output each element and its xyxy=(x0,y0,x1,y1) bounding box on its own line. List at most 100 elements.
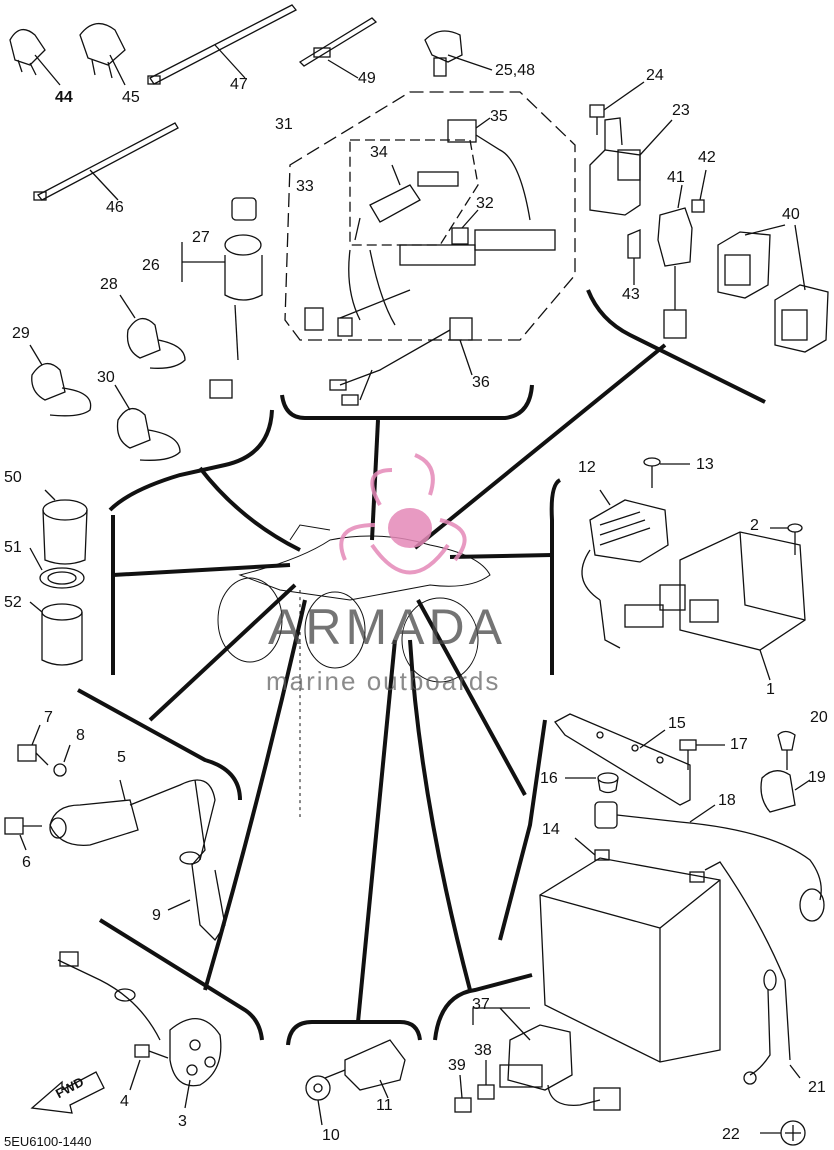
callout-5: 5 xyxy=(117,749,126,766)
callout-1: 1 xyxy=(766,681,775,698)
callout-33: 33 xyxy=(296,178,314,195)
callout-40: 40 xyxy=(782,206,800,223)
screw-2 xyxy=(770,523,803,555)
callout-38: 38 xyxy=(474,1042,492,1059)
relay-41 xyxy=(657,184,693,339)
callout-13: 13 xyxy=(696,456,714,473)
cable-tie-46 xyxy=(33,122,179,201)
fwd-arrow-icon xyxy=(30,1071,105,1114)
callout-24: 24 xyxy=(646,67,664,84)
clamp-44 xyxy=(9,28,61,86)
band-49 xyxy=(298,17,378,79)
callout-41: 41 xyxy=(667,169,685,186)
sleeve-52 xyxy=(29,601,83,666)
part-35 xyxy=(447,117,531,221)
callout-10: 10 xyxy=(322,1127,340,1144)
callout-19: 19 xyxy=(808,769,826,786)
callout-31: 31 xyxy=(275,116,293,133)
callout-32: 32 xyxy=(476,195,494,212)
callout-6: 6 xyxy=(22,854,31,871)
watermark-title: ARMADA xyxy=(268,599,506,655)
relay-23 xyxy=(589,117,673,216)
dashed-group-31 xyxy=(284,91,576,341)
holder-25-48 xyxy=(424,30,493,77)
washer-10 xyxy=(305,1075,331,1126)
bolt-7 xyxy=(17,724,49,766)
clip-43 xyxy=(627,229,641,285)
harness-31 xyxy=(304,229,556,337)
callout-4: 4 xyxy=(120,1093,129,1110)
washer-8 xyxy=(53,744,71,777)
callout-37: 37 xyxy=(472,996,490,1013)
callout-21: 21 xyxy=(808,1079,826,1096)
callout-42: 42 xyxy=(698,149,716,166)
diagram-code: 5EU6100-1440 xyxy=(4,1134,92,1149)
cable-21 xyxy=(704,861,801,1085)
callout-15: 15 xyxy=(668,715,686,732)
callout-20: 20 xyxy=(810,709,828,726)
screw-42 xyxy=(691,169,707,213)
callout-43: 43 xyxy=(622,286,640,303)
cover-19 xyxy=(760,770,811,813)
part-32 xyxy=(451,209,479,245)
bracket-15 xyxy=(554,713,691,806)
callout-34: 34 xyxy=(370,144,388,161)
cap-29 xyxy=(29,344,92,417)
cdi-unit-1 xyxy=(659,531,806,681)
callout-49: 49 xyxy=(358,70,376,87)
harness-connector-lines xyxy=(112,343,667,1023)
dashed-group-33 xyxy=(349,139,479,246)
cap-28 xyxy=(119,294,186,369)
callout-27: 27 xyxy=(192,229,210,246)
bolt-17 xyxy=(679,739,725,770)
battery-14 xyxy=(539,837,721,1063)
callout-28: 28 xyxy=(100,276,118,293)
watermark-logo xyxy=(339,453,467,575)
fuse-holder-37 xyxy=(472,1007,621,1111)
main-switch-26 xyxy=(181,197,263,399)
callout-2: 2 xyxy=(750,517,759,534)
switch-11 xyxy=(324,1039,406,1099)
bolt-4 xyxy=(129,1044,169,1091)
ignition-coil-5 xyxy=(49,779,216,861)
callout-50: 50 xyxy=(4,469,22,486)
fuse-38 xyxy=(477,1060,495,1100)
cap-30 xyxy=(114,384,181,461)
screw-24 xyxy=(589,81,645,135)
callout-18: 18 xyxy=(718,792,736,809)
fuse-box-40-b xyxy=(774,224,829,353)
callout-16: 16 xyxy=(540,770,558,787)
callout-12: 12 xyxy=(578,459,596,476)
clamp-45 xyxy=(79,23,126,86)
callout-26: 26 xyxy=(142,257,160,274)
atv-vehicle xyxy=(217,524,491,820)
callout-44: 44 xyxy=(55,89,73,106)
callout-9: 9 xyxy=(152,907,161,924)
part-34 xyxy=(354,164,459,241)
sub-harness-36 xyxy=(329,317,473,406)
cable-tie-47 xyxy=(147,4,298,85)
callout-8: 8 xyxy=(76,727,85,744)
fuse-box-40-a xyxy=(717,224,786,299)
nut-51 xyxy=(29,547,85,589)
damper-16 xyxy=(565,772,619,794)
socket-50 xyxy=(42,489,88,565)
callout-47: 47 xyxy=(230,76,248,93)
plug-cap-9 xyxy=(167,779,226,942)
callout-23: 23 xyxy=(672,102,690,119)
callout-35: 35 xyxy=(490,108,508,125)
callout-46: 46 xyxy=(106,199,124,216)
callout-29: 29 xyxy=(12,325,30,342)
callout-45: 45 xyxy=(122,89,140,106)
callout-14: 14 xyxy=(542,821,560,838)
callout-3: 3 xyxy=(178,1113,187,1130)
screw-13 xyxy=(643,457,690,488)
watermark-subtitle: marine outboards xyxy=(266,666,501,696)
callout-22: 22 xyxy=(722,1126,740,1143)
sensor-3 xyxy=(57,951,222,1109)
callout-51: 51 xyxy=(4,539,22,556)
callout-39: 39 xyxy=(448,1057,466,1074)
callout-7: 7 xyxy=(44,709,53,726)
callout-17: 17 xyxy=(730,736,748,753)
